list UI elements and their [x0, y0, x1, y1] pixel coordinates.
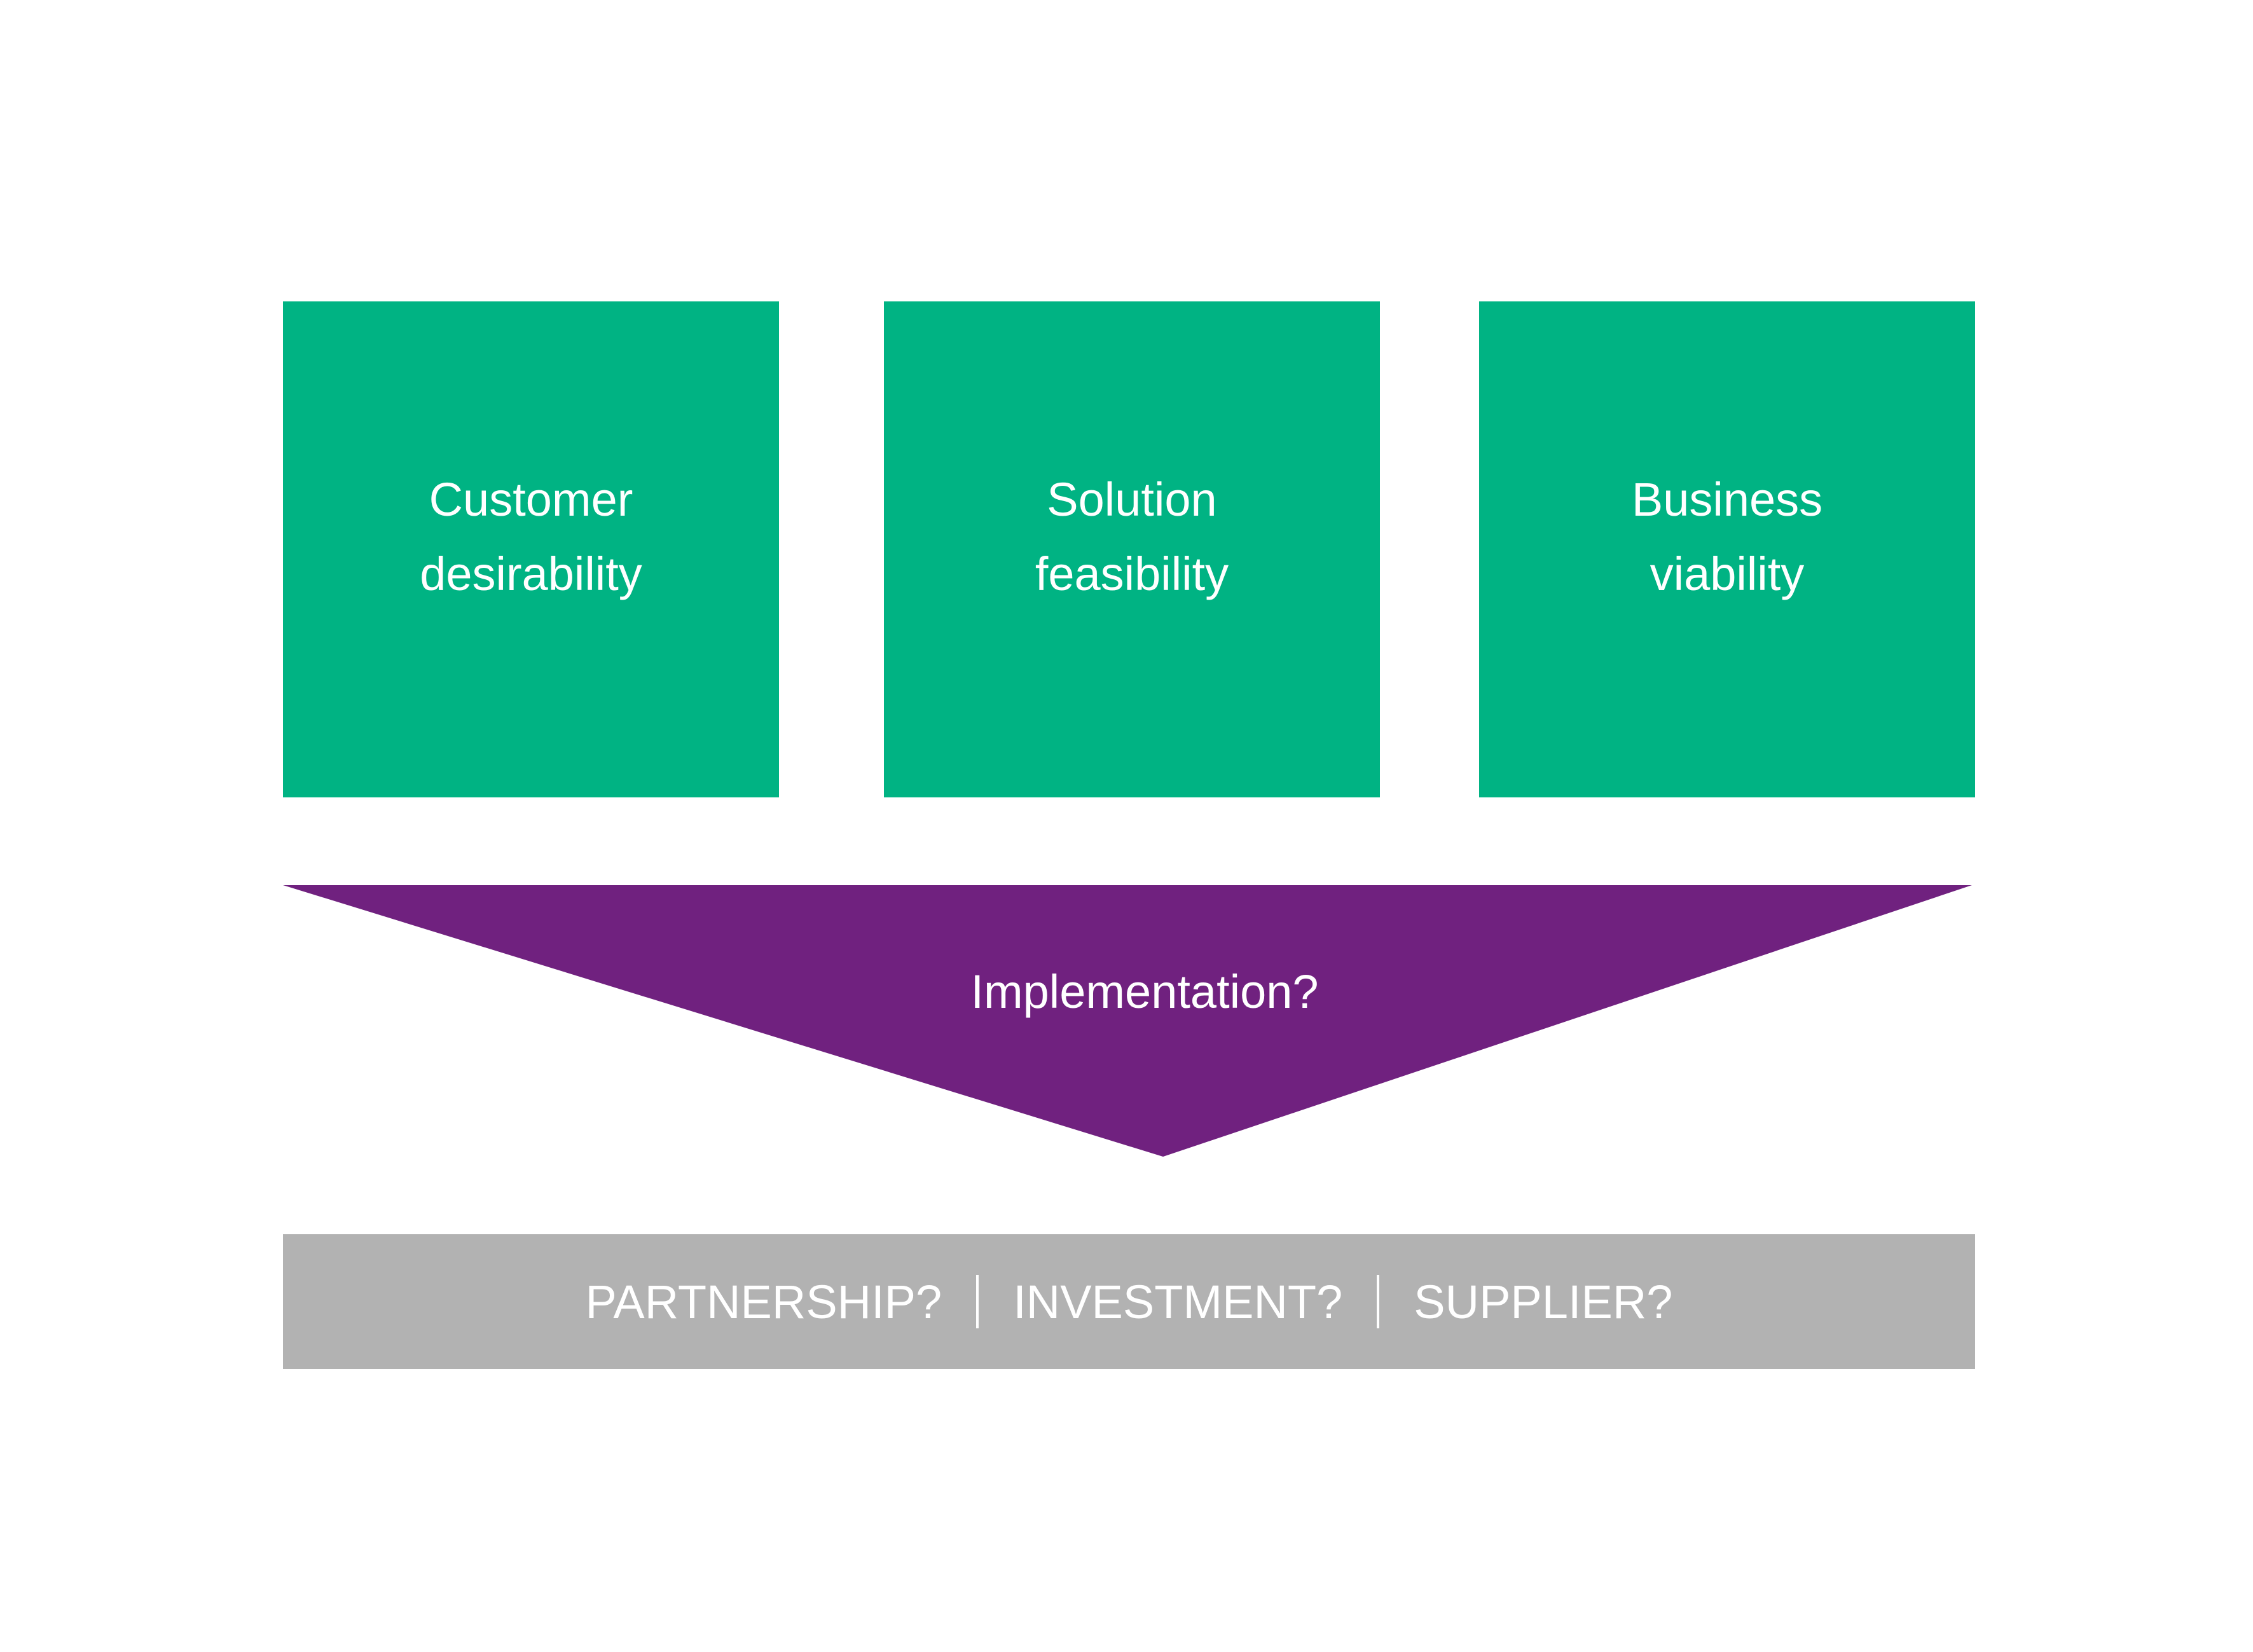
criteria-label-line1: Business — [1631, 473, 1823, 526]
option-partnership: PARTNERSHIP? — [585, 1275, 942, 1328]
option-supplier: SUPPLIER? — [1414, 1275, 1673, 1328]
criteria-box-business-viability: Business viability — [1479, 301, 1975, 797]
option-investment: INVESTMENT? — [1013, 1275, 1343, 1328]
funnel-label: Implementation? — [970, 965, 1319, 1018]
option-separator — [976, 1275, 979, 1328]
criteria-label: Business viability — [1632, 462, 1822, 611]
criteria-label: Solution feasibility — [1035, 462, 1229, 611]
criteria-box-solution-feasibility: Solution feasibility — [884, 301, 1380, 797]
criteria-label-line2: feasibility — [1035, 547, 1229, 600]
criteria-label: Customer desirability — [420, 462, 642, 611]
option-separator — [1377, 1275, 1380, 1328]
options-bar: PARTNERSHIP? INVESTMENT? SUPPLIER? — [283, 1234, 1975, 1369]
criteria-label-line2: viability — [1650, 547, 1805, 600]
criteria-label-line1: Solution — [1047, 473, 1217, 526]
criteria-label-line1: Customer — [429, 473, 633, 526]
criteria-box-customer-desirability: Customer desirability — [283, 301, 779, 797]
funnel-triangle — [283, 885, 1972, 1157]
criteria-label-line2: desirability — [420, 547, 642, 600]
